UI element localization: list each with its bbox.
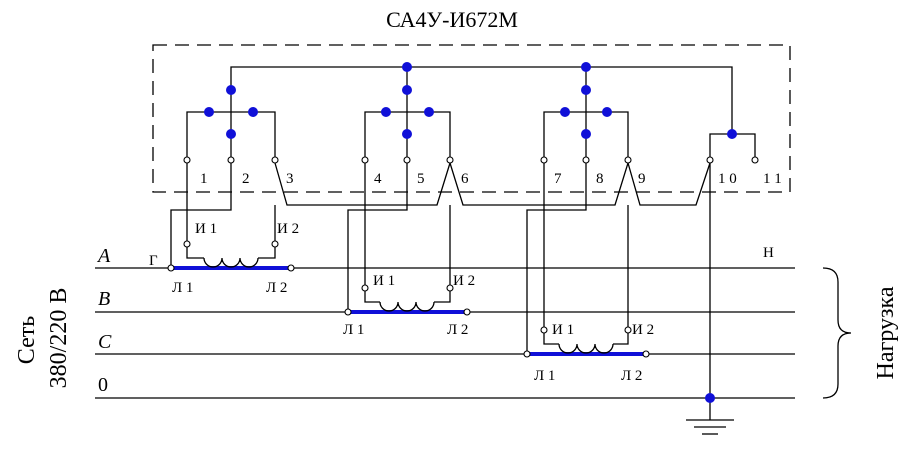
terminal-number: 4: [374, 171, 382, 187]
terminal-number: 7: [554, 171, 562, 187]
voltage-label: 380/220 В: [46, 288, 72, 389]
ct2-l2-label: Л 2: [447, 322, 468, 338]
terminal-number: 2: [242, 171, 250, 187]
phase-lines: [95, 267, 795, 399]
ct3-l1-label: Л 1: [534, 368, 555, 384]
load-label: Нагрузка: [873, 286, 899, 379]
terminal-number: 1 0: [718, 171, 737, 187]
ct3-l2-label: Л 2: [621, 368, 642, 384]
ct1-i2-label: И 2: [277, 221, 299, 237]
ct1-l2-label: Л 2: [266, 280, 287, 296]
terminal-circles: [167, 156, 759, 358]
terminal-number: 9: [638, 171, 646, 187]
line-a-start-label: Г: [149, 253, 158, 269]
transformer-labels: И 1 И 2 Л 1 Л 2 И 1 И 2 Л 1 Л 2 И 1 И 2 …: [172, 221, 654, 384]
meter-enclosure: [152, 44, 791, 193]
ct1-l1-label: Л 1: [172, 280, 193, 296]
meter-internal-wiring: [186, 66, 756, 160]
terminal-number: 8: [596, 171, 604, 187]
current-transformer-3: [529, 330, 644, 356]
ct1-i1-label: И 1: [195, 221, 217, 237]
ct2-i2-label: И 2: [453, 273, 475, 289]
ct3-i2-label: И 2: [632, 322, 654, 338]
current-transformer-2: [350, 288, 465, 314]
network-label: Сеть: [14, 316, 40, 364]
terminal-numbers: 1 2 3 4 5 6 7 8 9 1 0 1 1: [200, 171, 782, 187]
neutral-node: [705, 393, 715, 403]
ct2-i1-label: И 1: [373, 273, 395, 289]
terminal-number: 5: [417, 171, 425, 187]
current-transformer-1: [173, 244, 289, 270]
meter-title: СА4У-И672М: [386, 7, 518, 32]
line-a-label: A: [96, 245, 111, 267]
terminal-number: 3: [286, 171, 294, 187]
line-a-end-label: Н: [763, 245, 774, 261]
ct2-l1-label: Л 1: [343, 322, 364, 338]
line-c-label: C: [98, 331, 112, 353]
ct3-i1-label: И 1: [552, 322, 574, 338]
meter-nodes: [204, 62, 737, 139]
ground-icon: [686, 419, 734, 435]
terminal-number: 1 1: [763, 171, 782, 187]
load-brace: [822, 267, 852, 399]
line-zero-label: 0: [98, 374, 108, 396]
terminal-number: 1: [200, 171, 208, 187]
line-b-label: B: [98, 288, 110, 310]
external-wiring: [170, 160, 711, 420]
terminal-number: 6: [461, 171, 469, 187]
